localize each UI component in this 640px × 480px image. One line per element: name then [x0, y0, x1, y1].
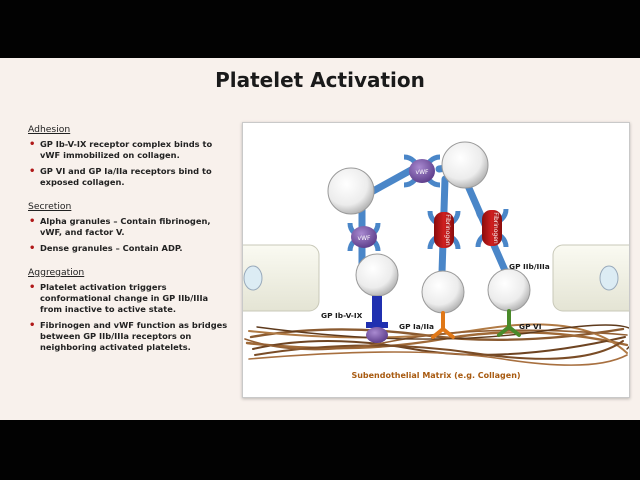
gp-iib-label: GP IIb/IIIa [509, 262, 550, 271]
secretion-bullet-1: Alpha granules – Contain fibrinogen, vWF… [28, 216, 233, 238]
vwf-middle-label: vWF [358, 235, 371, 242]
vwf-middle: vWF [347, 222, 381, 252]
top-letterbox [0, 0, 640, 58]
gp-ib-label: GP Ib-V-IX [321, 311, 363, 320]
matrix-label: Subendothelial Matrix (e.g. Collagen) [351, 371, 520, 380]
fibrinogen-right-label: Fibrinogen [492, 212, 499, 244]
gp-ia-label: GP Ia/IIa [399, 322, 434, 331]
gp-ia-iia-receptor [431, 311, 455, 339]
platelet-gp-ib [355, 253, 399, 297]
endothelial-cell-left [243, 244, 320, 312]
platelet-diagram: vWF vWF Fibrinogen [243, 141, 629, 380]
aggregation-bullet-2: Fibrinogen and vWF function as bridges b… [28, 320, 233, 353]
adhesion-bullet-1: GP Ib-V-IX receptor complex binds to vWF… [28, 139, 233, 161]
platelet-top-left [327, 167, 375, 215]
secretion-heading: Secretion [28, 201, 72, 212]
gp-vi-receptor [497, 309, 521, 337]
adhesion-bullet-2: GP VI and GP Ia/IIa receptors bind to ex… [28, 166, 233, 188]
secretion-bullet-2: Dense granules – Contain ADP. [28, 243, 233, 254]
fibrinogen-left-label: Fibrinogen [444, 214, 451, 246]
vwf-top: vWF [403, 154, 441, 188]
diagram-panel: vWF vWF Fibrinogen [242, 122, 630, 398]
vwf-top-label: vWF [416, 169, 429, 176]
platelet-top-right [441, 141, 489, 189]
platelet-gp-vi [487, 268, 531, 312]
gp-ib-v-ix-receptor [366, 296, 388, 343]
aggregation-bullet-1: Platelet activation triggers conformatio… [28, 282, 233, 315]
gp-vi-label: GP VI [519, 322, 542, 331]
fibrinogen-right: Fibrinogen [475, 208, 509, 248]
endothelial-cell-right [552, 244, 629, 312]
collagen-matrix [244, 323, 629, 366]
text-column: Adhesion GP Ib-V-IX receptor complex bin… [28, 124, 233, 358]
slide: Platelet Activation Adhesion GP Ib-V-IX … [0, 58, 640, 420]
adhesion-heading: Adhesion [28, 124, 71, 135]
aggregation-heading: Aggregation [28, 267, 85, 278]
platelet-gp-ia [421, 270, 465, 314]
slide-title: Platelet Activation [215, 68, 425, 92]
bottom-letterbox [0, 420, 640, 480]
fibrinogen-left: Fibrinogen [427, 210, 461, 250]
